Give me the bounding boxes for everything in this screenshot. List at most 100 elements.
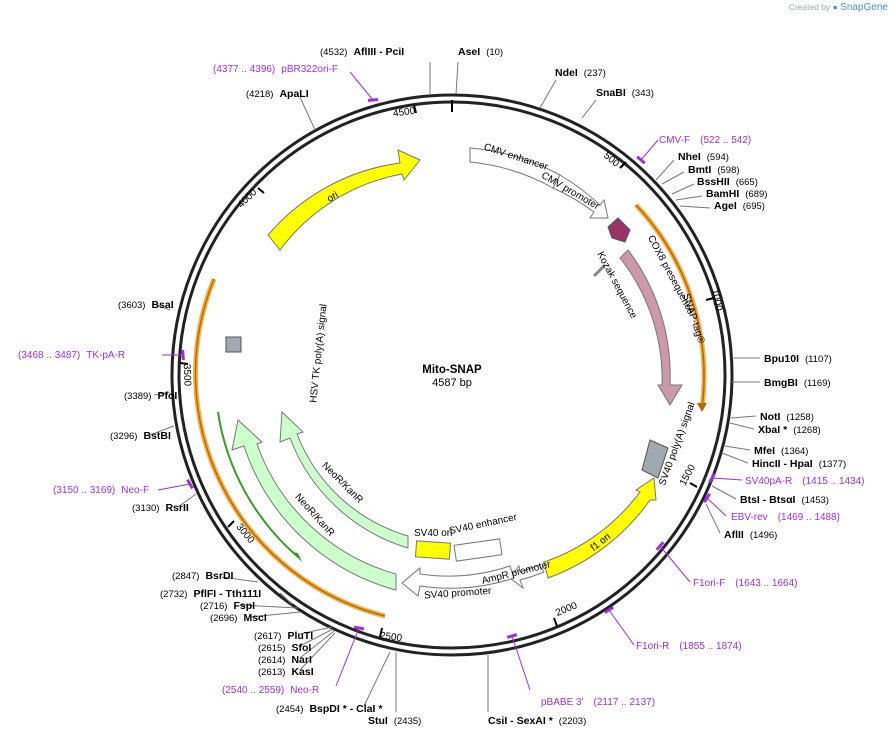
label-part: BsrDI bbox=[205, 570, 233, 582]
site-label: BmgBI(1169) bbox=[764, 377, 831, 389]
site-kasi[interactable]: (2613)KasI bbox=[258, 632, 336, 678]
site-label: HincII - HpaI(1377) bbox=[752, 458, 846, 470]
primer-neof[interactable]: (3150 .. 3169)Neo-F bbox=[53, 478, 194, 496]
primer-label: F1ori-F(1643 .. 1664) bbox=[693, 578, 798, 589]
site-pfoi[interactable]: (3389)PfoI bbox=[124, 390, 177, 402]
site-connector-line bbox=[299, 630, 335, 659]
primer-neor[interactable]: (2540 .. 2559)Neo-R bbox=[222, 625, 365, 696]
label-part: AflIII bbox=[353, 46, 376, 58]
label-part: MfeI bbox=[754, 445, 775, 457]
primer-connector-line bbox=[711, 477, 743, 481]
site-xbai[interactable]: XbaI *(1268) bbox=[729, 422, 821, 436]
site-btsi[interactable]: BtsI - BtsαI(1453) bbox=[711, 485, 829, 506]
site-label: BmtI(598) bbox=[688, 164, 740, 176]
site-label: AflII(1496) bbox=[724, 529, 777, 541]
primer-connector-line bbox=[659, 545, 691, 583]
plasmid-size: 4587 bp bbox=[432, 377, 472, 389]
label-part: (2847) bbox=[172, 571, 199, 582]
site-msci[interactable]: (2696)MscI bbox=[210, 611, 301, 624]
label-part: HincII bbox=[752, 458, 781, 470]
site-asei[interactable]: AseI(10) bbox=[455, 46, 503, 95]
site-nari[interactable]: (2614)NarI bbox=[258, 630, 335, 666]
site-bstbi[interactable]: (3296)BstBI bbox=[110, 425, 175, 442]
label-part: BtsI bbox=[740, 494, 760, 506]
label-part: - PciI bbox=[376, 46, 404, 58]
tick-4000 bbox=[257, 187, 265, 194]
label-part: EBV-rev bbox=[731, 512, 768, 523]
neo-green-arc bbox=[217, 411, 299, 558]
site-bsai[interactable]: (3603)BsaI bbox=[118, 299, 174, 311]
snapgene-credit: Created by ● SnapGene bbox=[789, 2, 888, 13]
site-fspi[interactable]: (2716)FspI bbox=[200, 600, 299, 612]
site-bmti[interactable]: BmtI(598) bbox=[661, 164, 740, 185]
label-part: BspDI * bbox=[309, 703, 347, 715]
credit-brand: SnapGene bbox=[840, 2, 888, 13]
label-cmv-promoter: CMV promoter bbox=[539, 170, 601, 212]
site-apali[interactable]: (4218)ApaLI bbox=[246, 88, 316, 131]
label-part: (3603) bbox=[118, 300, 145, 311]
site-bpu10i[interactable]: Bpu10I(1107) bbox=[732, 353, 832, 365]
site-connector-line bbox=[299, 632, 336, 671]
hsv-tk-polya-block bbox=[225, 336, 242, 353]
site-bmgbi[interactable]: BmgBI(1169) bbox=[732, 377, 831, 389]
label-part: PflFI bbox=[193, 588, 216, 600]
site-sfoi[interactable]: (2615)SfoI bbox=[258, 628, 334, 654]
label-part: BamHI bbox=[706, 188, 739, 200]
site-label: (2613)KasI bbox=[258, 666, 314, 678]
label-part: (10) bbox=[486, 47, 503, 58]
primer-pbr322orif[interactable]: (4377 .. 4396)pBR322ori-F bbox=[213, 64, 379, 103]
site-afliii[interactable]: (4532)AflIII - PciI bbox=[320, 46, 431, 94]
label-part: ApaLI bbox=[279, 88, 308, 100]
site-snabi[interactable]: SnaBI(343) bbox=[581, 87, 654, 119]
site-agei[interactable]: AgeI(695) bbox=[679, 200, 765, 212]
site-bspdi[interactable]: (2454)BspDI * - ClaI * bbox=[276, 651, 391, 715]
site-bsrdi[interactable]: (2847) BsrDI bbox=[172, 570, 259, 583]
primer-sv40par[interactable]: SV40pA-R(1415 .. 1434) bbox=[708, 472, 865, 487]
site-label: (2617)PluTI bbox=[254, 630, 313, 642]
label-part: (1169) bbox=[804, 378, 831, 389]
primer-tkpar[interactable]: (3468 .. 3487)TK-pA-R bbox=[18, 349, 185, 361]
site-noti[interactable]: NotI(1258) bbox=[730, 411, 814, 423]
tick-label-1000: 1000 bbox=[709, 288, 724, 312]
site-connector-line bbox=[299, 628, 334, 647]
primer-cmvf[interactable]: CMV-F(522 .. 542) bbox=[636, 135, 751, 165]
site-bamhi[interactable]: BamHI(689) bbox=[675, 188, 767, 201]
primer-ebvrev[interactable]: EBV-rev(1469 .. 1488) bbox=[703, 492, 840, 523]
primer-f1orif[interactable]: F1ori-F(1643 .. 1664) bbox=[655, 541, 798, 589]
label-part: StuI bbox=[368, 715, 388, 727]
site-connector-line bbox=[249, 611, 301, 618]
site-rsrii[interactable]: (3130)RsrII bbox=[132, 493, 197, 514]
primer-pbabe3[interactable]: pBABE 3'(2117 .. 2137) bbox=[506, 633, 655, 708]
primer-sites: (4377 .. 4396)pBR322ori-F CMV-F(522 .. 54… bbox=[18, 64, 865, 708]
site-ndei[interactable]: NdeI(237) bbox=[539, 67, 606, 109]
label-part: KasI bbox=[291, 666, 313, 678]
primer-label: (3150 .. 3169)Neo-F bbox=[53, 485, 149, 496]
primer-mark bbox=[506, 633, 518, 639]
label-part: CMV-F bbox=[659, 135, 690, 146]
site-mfei[interactable]: MfeI(1364) bbox=[724, 445, 808, 457]
site-connector-line bbox=[671, 183, 695, 195]
label-part: (3468 .. 3487) bbox=[18, 350, 80, 361]
site-bsshii[interactable]: BssHII(665) bbox=[671, 176, 758, 195]
label-part: BmtI bbox=[688, 164, 711, 176]
label-part: (343) bbox=[632, 88, 654, 99]
site-csii[interactable]: CsiI - SexAI *(2203) bbox=[487, 655, 586, 727]
primer-f1orir[interactable]: F1ori-R(1855 .. 1874) bbox=[603, 606, 742, 652]
backbone-outer-ring bbox=[170, 93, 734, 657]
site-label: (2696)MscI bbox=[210, 612, 267, 624]
site-nhei[interactable]: NheI(594) bbox=[655, 151, 729, 181]
plasmid-name: Mito-SNAP bbox=[422, 364, 482, 376]
restriction-sites: (4532)AflIII - PciI AseI(10) NdeI(237) SnaB… bbox=[110, 46, 846, 727]
site-pluti[interactable]: (2617)PluTI bbox=[254, 626, 333, 642]
site-aflii[interactable]: AflII(1496) bbox=[705, 503, 777, 541]
site-connector-line bbox=[730, 415, 757, 419]
snap-amber-arrowhead bbox=[697, 403, 707, 412]
label-part: BstBI bbox=[143, 430, 171, 442]
label-part: SV40pA-R bbox=[745, 476, 792, 487]
label-part: (665) bbox=[736, 177, 758, 188]
site-stui[interactable]: StuI(2435) bbox=[368, 652, 421, 727]
site-label: NdeI(237) bbox=[555, 67, 606, 79]
site-hincii[interactable]: HincII - HpaI(1377) bbox=[721, 452, 846, 470]
site-pflfi[interactable]: (2732)PflFI - Tth111I bbox=[160, 588, 293, 605]
